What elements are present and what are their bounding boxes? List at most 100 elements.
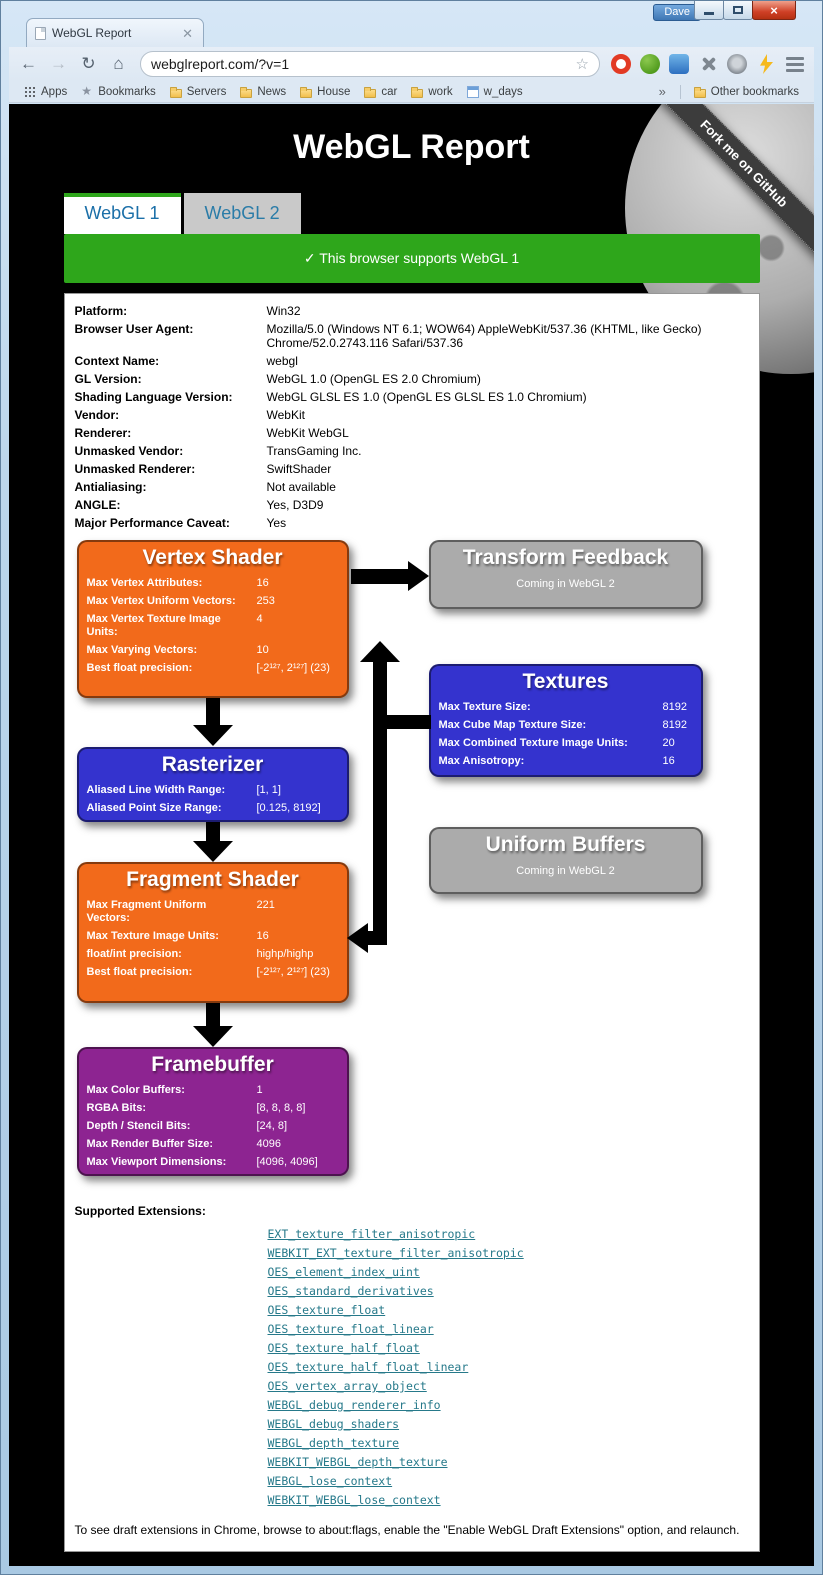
extension-link[interactable]: EXT_texture_filter_anisotropic: [267, 1227, 476, 1241]
arrow-textures-vertical-line: [372, 662, 387, 945]
back-icon: ←: [20, 54, 37, 73]
extension-icon-green-circle[interactable]: [640, 54, 660, 74]
box-subtitle: Coming in WebGL 2: [516, 578, 615, 590]
info-label: Major Performance Caveat:: [74, 516, 230, 530]
extension-icon-gray-cross[interactable]: [698, 54, 718, 74]
extension-link[interactable]: WEBKIT_WEBGL_lose_context: [267, 1493, 441, 1507]
arrow-rasterizer-to-fragment: [205, 822, 220, 842]
stat-label: Max Viewport Dimensions:: [86, 1156, 227, 1168]
info-value: Mozilla/5.0 (Windows NT 6.1; WOW64) Appl…: [266, 322, 702, 350]
forward-button[interactable]: →: [45, 51, 72, 78]
page-title: WebGL Report: [293, 128, 530, 166]
stat-label: Max Anisotropy:: [438, 755, 525, 767]
bookmark-item[interactable]: work: [404, 84, 459, 100]
transform-feedback-box: Transform Feedback Coming in WebGL 2: [428, 540, 703, 609]
extension-link[interactable]: OES_texture_half_float_linear: [267, 1360, 469, 1374]
extension-icon-red-ring[interactable]: [611, 54, 631, 74]
stat-row: Max Vertex Uniform Vectors: 253: [87, 595, 339, 608]
box-title: Framebuffer: [151, 1053, 274, 1076]
tab-webgl2[interactable]: WebGL 2: [183, 193, 301, 234]
extension-icon-blue-square[interactable]: [669, 54, 689, 74]
profile-button[interactable]: Dave: [653, 4, 701, 21]
extensions-heading: Supported Extensions:: [74, 1204, 206, 1218]
stat-value: 253: [256, 595, 275, 607]
stat-value: [8, 8, 8, 8]: [256, 1102, 306, 1114]
extension-link[interactable]: WEBGL_depth_texture: [267, 1436, 400, 1450]
info-value: webgl: [266, 354, 298, 368]
stat-value: highp/highp: [256, 948, 314, 960]
report-panel: Platform: Win32 Browser User Agent: Mozi…: [63, 293, 760, 1552]
stat-value: 1: [256, 1084, 263, 1096]
extension-link[interactable]: WEBKIT_EXT_texture_filter_anisotropic: [267, 1246, 524, 1260]
arrow-vertex-to-rasterizer: [205, 698, 220, 726]
bookmark-item[interactable]: Servers: [163, 84, 234, 100]
forward-icon: →: [50, 54, 67, 73]
page-content: WebGL 1 WebGL 2 ✓ This browser supports …: [63, 193, 760, 1552]
extension-item: OES_element_index_uint: [268, 1266, 749, 1279]
bookmark-item[interactable]: Apps: [17, 84, 74, 100]
arrow-textures-to-fragment: [366, 931, 387, 945]
bookmark-item[interactable]: Bookmarks: [74, 84, 163, 100]
extension-link[interactable]: OES_texture_half_float: [267, 1341, 420, 1355]
menu-button[interactable]: [782, 51, 808, 77]
extension-link[interactable]: OES_texture_float: [267, 1303, 386, 1317]
other-bookmarks-label: Other bookmarks: [710, 85, 799, 98]
stat-value: [24, 8]: [256, 1120, 288, 1132]
info-row: ANGLE: Yes, D3D9: [75, 498, 749, 512]
stat-row: Max Varying Vectors: 10: [87, 644, 339, 657]
uniform-buffers-box: Uniform Buffers Coming in WebGL 2: [428, 827, 703, 894]
info-row: Browser User Agent: Mozilla/5.0 (Windows…: [75, 322, 749, 350]
maximize-button[interactable]: [723, 1, 753, 20]
stat-label: Max Render Buffer Size:: [86, 1138, 214, 1150]
browser-tab[interactable]: WebGL Report ✕: [26, 18, 204, 47]
extension-link[interactable]: OES_standard_derivatives: [267, 1284, 434, 1298]
bookmark-item[interactable]: w_days: [460, 84, 530, 100]
extension-link[interactable]: WEBGL_lose_context: [267, 1474, 393, 1488]
info-row: Renderer: WebKit WebGL: [75, 426, 749, 440]
bookmark-star-icon[interactable]: ☆: [575, 56, 589, 73]
arrowhead-left-icon: [346, 923, 368, 953]
stat-label: Aliased Point Size Range:: [86, 802, 222, 814]
arrow-textures-connector: [384, 715, 431, 729]
bookmark-item[interactable]: House: [293, 84, 357, 100]
bookmarks-overflow-chevron[interactable]: »: [658, 84, 666, 99]
info-value: Not available: [266, 480, 336, 494]
extension-link[interactable]: OES_texture_float_linear: [267, 1322, 434, 1336]
box-title: Rasterizer: [161, 753, 264, 776]
close-button[interactable]: ×: [752, 1, 796, 20]
back-button[interactable]: ←: [15, 51, 42, 78]
extension-item: WEBKIT_WEBGL_depth_texture: [268, 1456, 749, 1469]
extension-item: EXT_texture_filter_anisotropic: [268, 1228, 749, 1241]
stat-row: Max Viewport Dimensions: [4096, 4096]: [87, 1156, 339, 1169]
webpage: Fork me on GitHub WebGL Report WebGL 1 W…: [9, 104, 814, 1566]
extension-link[interactable]: WEBKIT_WEBGL_depth_texture: [267, 1455, 448, 1469]
tab-close-icon[interactable]: ✕: [182, 25, 193, 41]
info-label: Unmasked Vendor:: [74, 444, 184, 458]
reload-button[interactable]: ↻: [75, 51, 102, 78]
info-value: Win32: [266, 304, 301, 318]
stat-row: Max Vertex Texture Image Units: 4: [87, 613, 339, 639]
bookmark-item[interactable]: car: [357, 84, 404, 100]
extension-link[interactable]: WEBGL_debug_renderer_info: [267, 1398, 441, 1412]
window-titlebar: WebGL Report ✕ Dave ×: [1, 1, 822, 47]
extension-link[interactable]: OES_element_index_uint: [267, 1265, 420, 1279]
stat-value: 8192: [662, 701, 687, 713]
bookmark-item[interactable]: News: [233, 84, 293, 100]
extension-link[interactable]: OES_vertex_array_object: [267, 1379, 427, 1393]
extension-link[interactable]: WEBGL_debug_shaders: [267, 1417, 400, 1431]
stat-value: 16: [662, 755, 675, 767]
extension-item: WEBGL_debug_shaders: [268, 1418, 749, 1431]
info-value: WebKit: [266, 408, 305, 422]
extension-icon-gray-circle[interactable]: [727, 54, 747, 74]
tab-webgl1[interactable]: WebGL 1: [63, 193, 181, 234]
other-bookmarks-button[interactable]: Other bookmarks: [687, 84, 806, 100]
stat-label: Best float precision:: [86, 966, 193, 978]
extension-icon-lightning[interactable]: [760, 54, 773, 74]
home-button[interactable]: ⌂: [105, 51, 132, 78]
extension-item: WEBGL_depth_texture: [268, 1437, 749, 1450]
stat-row: Aliased Line Width Range: [1, 1]: [87, 784, 339, 797]
info-value: WebKit WebGL: [266, 426, 349, 440]
bookmark-icon: [300, 86, 313, 98]
minimize-button[interactable]: [694, 1, 724, 20]
address-bar[interactable]: webglreport.com/?v=1 ☆: [140, 51, 600, 77]
